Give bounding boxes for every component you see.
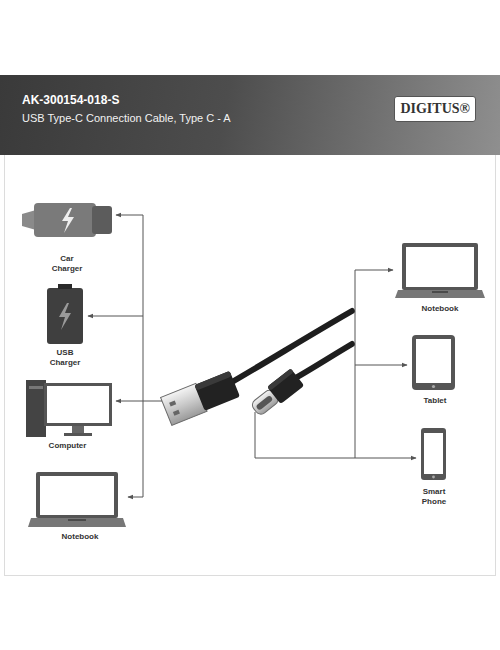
cable xyxy=(161,311,352,425)
device-label: Tablet xyxy=(412,396,458,406)
device-label: Notebook xyxy=(57,532,103,542)
notebook-icon xyxy=(28,472,126,527)
device-node: USB Charger xyxy=(25,285,105,368)
notebook-icon xyxy=(395,243,485,298)
device-node: Smart Phone xyxy=(400,425,468,507)
subtitle: USB Type-C Connection Cable, Type C - A xyxy=(22,112,231,124)
device-label: Smart Phone xyxy=(411,487,457,507)
device-node: Car Charger xyxy=(17,198,117,274)
car-charger-icon xyxy=(22,203,112,237)
device-node: Notebook xyxy=(390,240,490,314)
device-label: Computer xyxy=(45,441,91,451)
device-node: Notebook xyxy=(25,468,135,542)
smartphone-icon xyxy=(421,428,446,480)
device-label: USB Charger xyxy=(42,348,88,368)
brand-logo: DIGITUS® xyxy=(394,96,476,122)
computer-icon xyxy=(26,380,112,437)
device-label: Car Charger xyxy=(44,254,90,274)
connection-lines xyxy=(88,215,416,497)
device-node: Tablet xyxy=(395,333,475,406)
brand-name: DIGITUS® xyxy=(400,101,470,117)
title: AK-300154-018-S xyxy=(22,93,119,107)
device-node: Computer xyxy=(20,378,115,451)
device-label: Notebook xyxy=(417,304,463,314)
usb-charger-icon xyxy=(47,284,83,344)
tablet-icon xyxy=(412,335,455,390)
